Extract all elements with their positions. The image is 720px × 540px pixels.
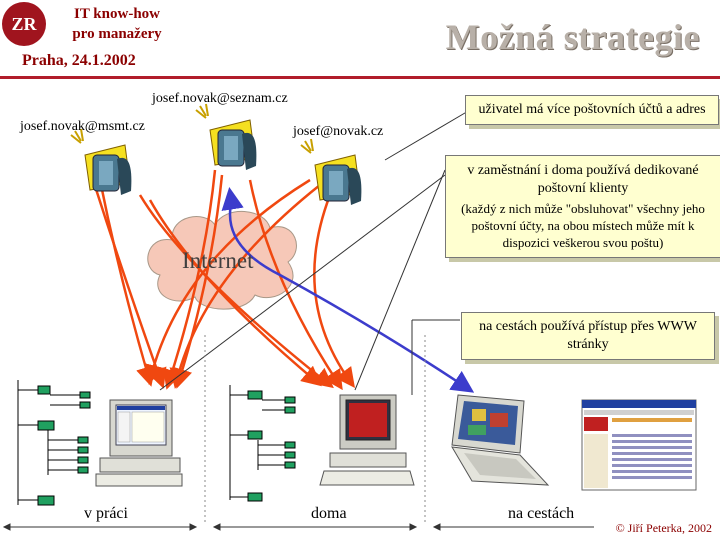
logo-text: ZR	[11, 13, 37, 34]
copyright-credit: © Jiří Peterka, 2002	[615, 521, 712, 535]
mailbox-icon	[300, 138, 362, 205]
folder-tree-icon	[229, 385, 296, 502]
desktop-computer-icon	[95, 399, 183, 487]
logo-icon: ZR	[2, 2, 46, 46]
section-separators	[204, 335, 426, 525]
laptop-icon	[451, 394, 550, 486]
callout-multi-accounts: uživatel má více poštovních účtů a adres	[465, 95, 719, 125]
callout-text: na cestách používá přístup přes WWW strá…	[479, 319, 697, 352]
folder-tree-icon	[17, 380, 91, 506]
internet-label: Internet	[182, 248, 254, 273]
email-label: josef@novak.cz	[293, 124, 384, 139]
brand-block: IT know-how pro manažery	[50, 4, 184, 44]
slide-title: Možná strategie	[445, 17, 700, 57]
callout-pointers	[159, 109, 471, 395]
brand-line-2: pro manažery	[72, 26, 162, 42]
webmail-arrow	[228, 199, 475, 393]
date-label: Praha, 24.1.2002	[22, 52, 136, 69]
location-home-label: doma	[311, 505, 347, 522]
location-work-label: v práci	[84, 505, 128, 522]
callout-text: v zaměstnání i doma používá dedikované p…	[467, 163, 699, 196]
section-spans	[2, 523, 594, 531]
callout-webmail: na cestách používá přístup přes WWW strá…	[461, 312, 715, 360]
mailbox-icon	[195, 103, 257, 170]
email-label: josef.novak@msmt.cz	[20, 119, 145, 134]
header-rule	[0, 76, 720, 79]
mailbox-icon	[70, 128, 132, 195]
email-label: josef.novak@seznam.cz	[152, 91, 288, 106]
location-travel-label: na cestách	[508, 505, 575, 522]
callout-subtext: (každý z nich může "obsluhovat" všechny …	[461, 201, 705, 250]
webmail-screenshot-icon	[581, 399, 697, 491]
mail-flow-arrows	[93, 169, 355, 391]
callout-dedicated-clients: v zaměstnání i doma používá dedikované p…	[445, 155, 720, 258]
brand-line-1: IT know-how	[73, 6, 160, 22]
callout-text: uživatel má více poštovních účtů a adres	[478, 102, 706, 117]
desktop-computer-icon	[319, 394, 415, 486]
